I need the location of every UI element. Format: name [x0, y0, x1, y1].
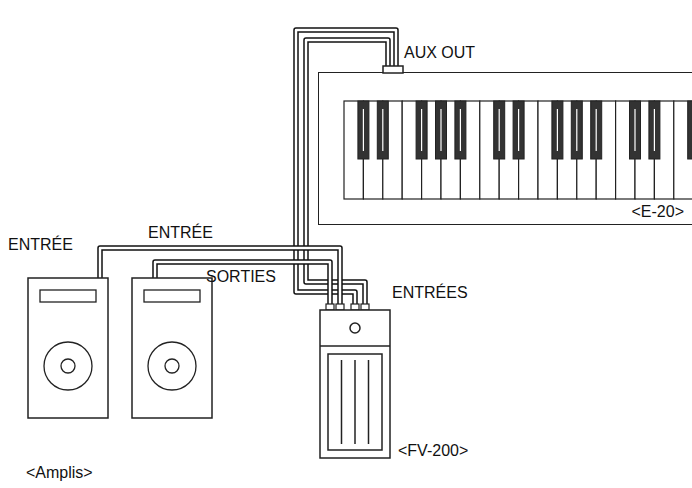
pedal-jack	[351, 304, 359, 310]
jack-name: AUX OUT	[404, 44, 475, 62]
aux-out-jack	[383, 66, 403, 73]
pedal-divider	[320, 345, 390, 347]
black-key	[591, 101, 602, 159]
model-name: <E-20>	[632, 203, 684, 221]
jack-name: SORTIES	[206, 268, 276, 286]
key-highlight	[634, 109, 635, 151]
pedal-knob	[350, 323, 360, 333]
black-key	[688, 101, 692, 159]
jack-name: ENTRÉE	[8, 236, 73, 254]
amplifier-cabinet	[28, 278, 108, 418]
jack-name: ENTRÉES	[392, 284, 468, 302]
pedal-plate	[328, 354, 382, 450]
key-highlight	[440, 109, 441, 151]
black-key	[513, 101, 524, 159]
black-key	[571, 101, 582, 159]
pedal-rib	[354, 360, 356, 444]
key-highlight	[557, 109, 558, 151]
key-highlight	[654, 109, 655, 151]
pedal-jack	[326, 304, 334, 310]
key-highlight	[576, 109, 577, 151]
pedal-housing	[320, 310, 390, 458]
black-key	[377, 101, 388, 159]
amplifier-drawing	[28, 278, 212, 418]
volume-pedal: <FV-200>	[320, 310, 390, 458]
key-highlight	[421, 109, 422, 151]
jack-name: ENTRÉE	[148, 224, 213, 242]
keyboard-body: <E-20>	[318, 72, 692, 225]
key-highlight	[518, 109, 519, 151]
black-key	[649, 101, 660, 159]
amplifier-pair: <Amplis>	[20, 278, 220, 488]
key-highlight	[499, 109, 500, 151]
key-highlight	[460, 109, 461, 151]
key-highlight	[363, 109, 364, 151]
key-highlight	[382, 109, 383, 151]
amplifier-panel	[40, 290, 96, 302]
amplifier-cabinet	[132, 278, 212, 418]
black-key	[630, 101, 641, 159]
black-key	[416, 101, 427, 159]
volume-pedal-art	[320, 310, 390, 458]
black-key	[494, 101, 505, 159]
amplifier	[132, 278, 212, 418]
pedal-jack	[361, 304, 369, 310]
speaker-cone	[148, 342, 196, 390]
key-highlight	[596, 109, 597, 151]
pedal-rib	[341, 360, 343, 444]
group-name: <Amplis>	[26, 464, 93, 482]
black-key	[358, 101, 369, 159]
keyboard-drawing	[344, 66, 692, 199]
black-key	[552, 101, 563, 159]
amplifier	[28, 278, 108, 418]
amplifier-pair-art	[20, 278, 220, 488]
speaker-cone	[44, 342, 92, 390]
black-key	[455, 101, 466, 159]
pedal-rib	[368, 360, 370, 444]
pedal-drawing	[320, 304, 390, 458]
speaker-center	[61, 359, 75, 373]
black-key	[436, 101, 447, 159]
speaker-center	[165, 359, 179, 373]
model-name: <FV-200>	[398, 442, 468, 460]
amplifier-panel	[144, 290, 200, 302]
pedal-jack	[336, 304, 344, 310]
